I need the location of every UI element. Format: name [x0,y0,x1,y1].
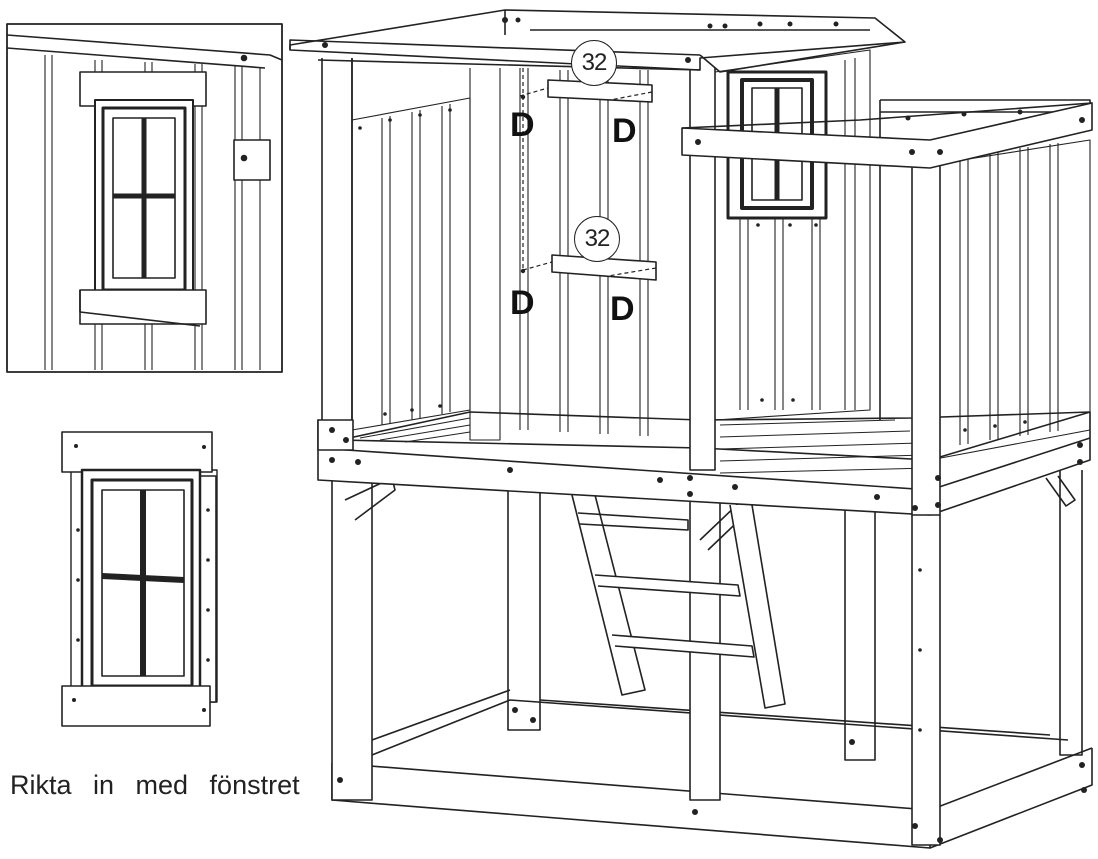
ladder [571,494,786,709]
playhouse-structure [289,9,1093,849]
part-callout-lower: 32 [574,216,620,262]
instruction-caption: Rikta in med fönstret [10,770,300,800]
part-callout-upper: 32 [571,40,617,86]
fastener-label-lower-left: D [510,284,535,322]
window-panel [61,431,218,727]
window-detail-inset [6,23,283,373]
fastener-label-upper-right: D [612,112,637,150]
fastener-label-lower-right: D [610,290,635,328]
fastener-label-upper-left: D [510,106,535,144]
